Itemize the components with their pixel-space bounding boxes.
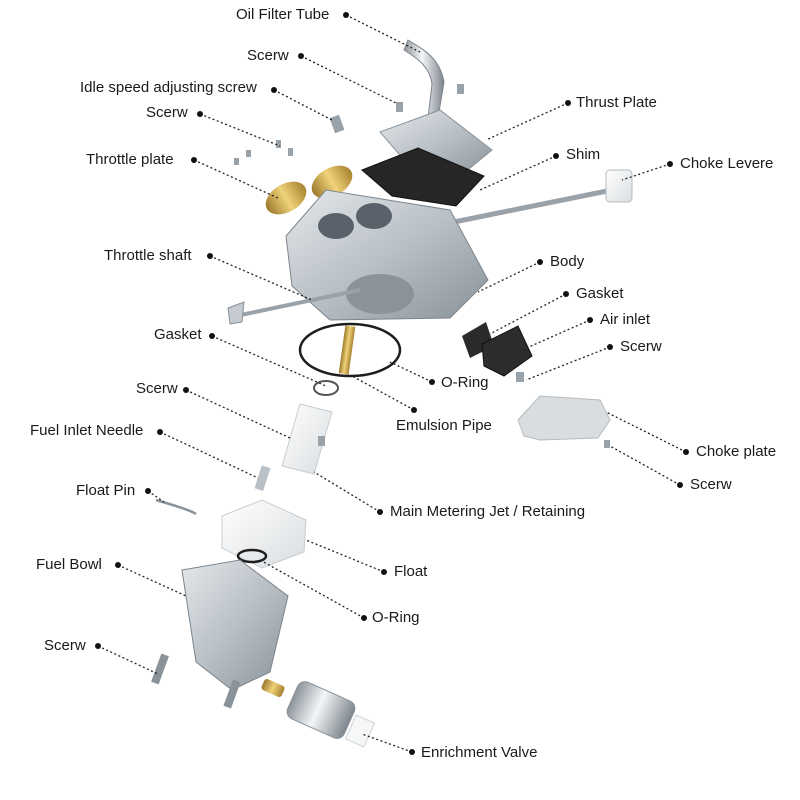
emulsion-pipe-part	[338, 325, 356, 375]
throttle-shaft-part	[227, 288, 361, 325]
label-fuel-bowl: Fuel Bowl	[36, 556, 102, 573]
label-idle-speed-adjusting-screw: Idle speed adjusting screw	[80, 79, 257, 96]
label-oil-filter-tube: Oil Filter Tube	[236, 6, 330, 23]
label-float: Float	[394, 563, 428, 580]
label-gasket-left: Gasket	[154, 326, 202, 343]
label-body: Body	[550, 253, 585, 270]
body-part	[285, 189, 489, 321]
o-ring-lower-part	[236, 548, 268, 564]
label-screw-top: Scerw	[247, 47, 289, 64]
choke-lever-part	[453, 169, 633, 225]
shim-part	[361, 147, 485, 207]
main-metering-jet-part	[281, 403, 333, 475]
throttle-plate-part	[265, 165, 353, 215]
label-throttle-plate: Throttle plate	[86, 151, 174, 168]
label-thrust-plate: Thrust Plate	[576, 94, 657, 111]
leader-lines	[97, 14, 687, 753]
gasket-left-part	[313, 380, 339, 396]
label-choke-plate: Choke plate	[696, 443, 777, 460]
label-float-pin: Float Pin	[76, 482, 136, 499]
o-ring-center-part	[298, 322, 402, 378]
label-enrichment-valve: Enrichment Valve	[421, 744, 538, 761]
fuel-bowl-part	[151, 559, 289, 709]
screw-right-part	[516, 372, 524, 382]
label-screw-upper-left: Scerw	[146, 104, 188, 121]
label-choke-levere: Choke Levere	[680, 155, 774, 172]
label-screw-lower-right: Scerw	[690, 476, 732, 493]
label-shim: Shim	[566, 146, 601, 163]
label-throttle-shaft: Throttle shaft	[104, 247, 192, 264]
choke-plate-part	[517, 395, 611, 441]
label-main-metering-jet: Main Metering Jet / Retaining	[390, 503, 586, 520]
fuel-inlet-needle-part	[254, 465, 271, 491]
air-inlet-part	[481, 325, 533, 377]
label-air-inlet: Air inlet	[600, 311, 651, 328]
screw-lower-right-part	[604, 440, 610, 448]
label-screw-mid-left: Scerw	[136, 380, 178, 397]
label-screw-bottom: Scerw	[44, 637, 86, 654]
label-emulsion-pipe: Emulsion Pipe	[396, 417, 492, 434]
screw-top-part	[234, 84, 464, 165]
label-o-ring-lower: O-Ring	[372, 609, 420, 626]
label-fuel-inlet-needle: Fuel Inlet Needle	[30, 422, 144, 439]
label-o-ring-center: O-Ring	[441, 374, 489, 391]
float-pin-part	[155, 498, 197, 516]
label-gasket-right: Gasket	[576, 285, 624, 302]
enrichment-valve-part	[261, 679, 376, 748]
leader-dots	[95, 12, 689, 755]
label-screw-right: Scerw	[620, 338, 662, 355]
